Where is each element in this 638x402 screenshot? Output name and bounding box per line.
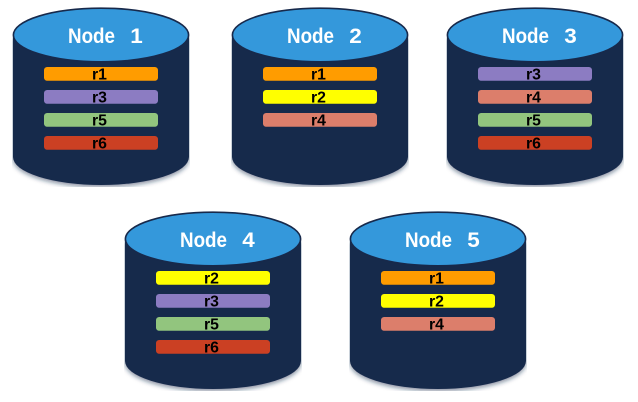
svg-text:Node: Node <box>68 25 115 48</box>
svg-text:5: 5 <box>467 229 480 252</box>
svg-text:r5: r5 <box>526 112 541 129</box>
svg-text:Node: Node <box>502 25 549 48</box>
svg-text:1: 1 <box>130 25 143 48</box>
svg-text:r1: r1 <box>92 66 107 83</box>
svg-text:r4: r4 <box>526 89 541 106</box>
svg-text:r2: r2 <box>204 270 219 287</box>
svg-text:r2: r2 <box>311 89 326 106</box>
svg-text:r1: r1 <box>429 270 444 287</box>
svg-text:r6: r6 <box>526 135 541 152</box>
svg-text:Node: Node <box>405 229 452 252</box>
svg-text:Node: Node <box>287 25 334 48</box>
svg-text:3: 3 <box>564 25 577 48</box>
svg-text:r6: r6 <box>204 339 219 356</box>
svg-text:r4: r4 <box>429 316 444 333</box>
svg-text:r3: r3 <box>204 293 219 310</box>
svg-text:r3: r3 <box>526 66 541 83</box>
svg-text:2: 2 <box>349 25 362 48</box>
svg-text:r5: r5 <box>204 316 219 333</box>
svg-text:4: 4 <box>242 229 255 252</box>
svg-text:Node: Node <box>180 229 227 252</box>
svg-text:r6: r6 <box>92 135 107 152</box>
svg-text:r1: r1 <box>311 66 326 83</box>
svg-text:r4: r4 <box>311 112 326 129</box>
svg-text:r3: r3 <box>92 89 107 106</box>
svg-text:r2: r2 <box>429 293 444 310</box>
svg-text:r5: r5 <box>92 112 107 129</box>
